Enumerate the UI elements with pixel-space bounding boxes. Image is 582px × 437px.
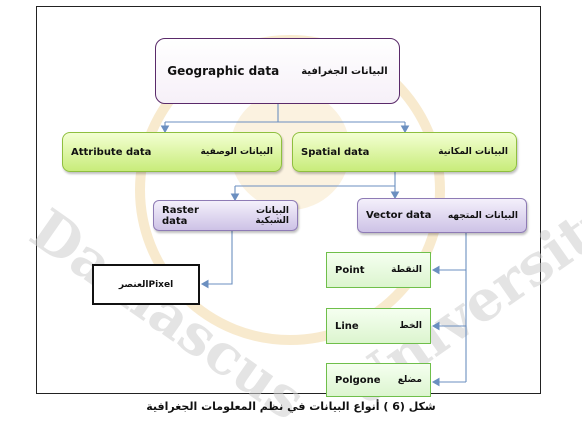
- node-geographic-en: Geographic data: [167, 64, 280, 78]
- node-point-ar: النقطة: [391, 265, 422, 275]
- node-pixel-label: العنصرPixel: [118, 279, 174, 290]
- connector-spatial-split: [235, 172, 396, 187]
- node-polygon-en: Polgone: [335, 374, 381, 386]
- node-raster-en: Raster data: [162, 204, 199, 227]
- node-point: Point النقطة: [326, 252, 431, 288]
- node-spatial-ar: البيانات المكانية: [438, 147, 508, 157]
- node-spatial-en: Spatial data: [301, 146, 370, 158]
- node-polygon-ar: مضلع: [397, 375, 422, 385]
- node-vector-en: Vector data: [366, 210, 432, 221]
- node-polygon: Polgone مضلع: [326, 363, 431, 397]
- node-vector-data: Vector data البيانات المتجهه: [357, 198, 527, 233]
- connector-raster-to-pixel: [200, 231, 233, 289]
- node-attribute-en: Attribute data: [71, 146, 152, 158]
- node-geographic-ar: البيانات الجغرافية: [301, 65, 388, 77]
- node-line: Line الخط: [326, 308, 431, 344]
- figure-caption: شكل (6 ) أنواع البيانات في نظم المعلومات…: [146, 400, 436, 413]
- node-vector-ar: البيانات المتجهه: [447, 210, 518, 221]
- node-raster-data: Raster data البيانات الشبكية: [153, 200, 298, 231]
- node-attribute-ar: البيانات الوصفية: [200, 147, 273, 157]
- node-line-ar: الخط: [399, 321, 422, 331]
- node-geographic-data: Geographic data البيانات الجغرافية: [155, 38, 400, 104]
- connector-geo-split: [165, 104, 405, 123]
- node-attribute-data: Attribute data البيانات الوصفية: [62, 132, 282, 172]
- node-line-en: Line: [335, 320, 359, 332]
- node-spatial-data: Spatial data البيانات المكانية: [292, 132, 517, 172]
- node-raster-ar: البيانات الشبكية: [255, 205, 289, 226]
- node-point-en: Point: [335, 264, 365, 276]
- node-pixel: العنصرPixel: [92, 264, 200, 305]
